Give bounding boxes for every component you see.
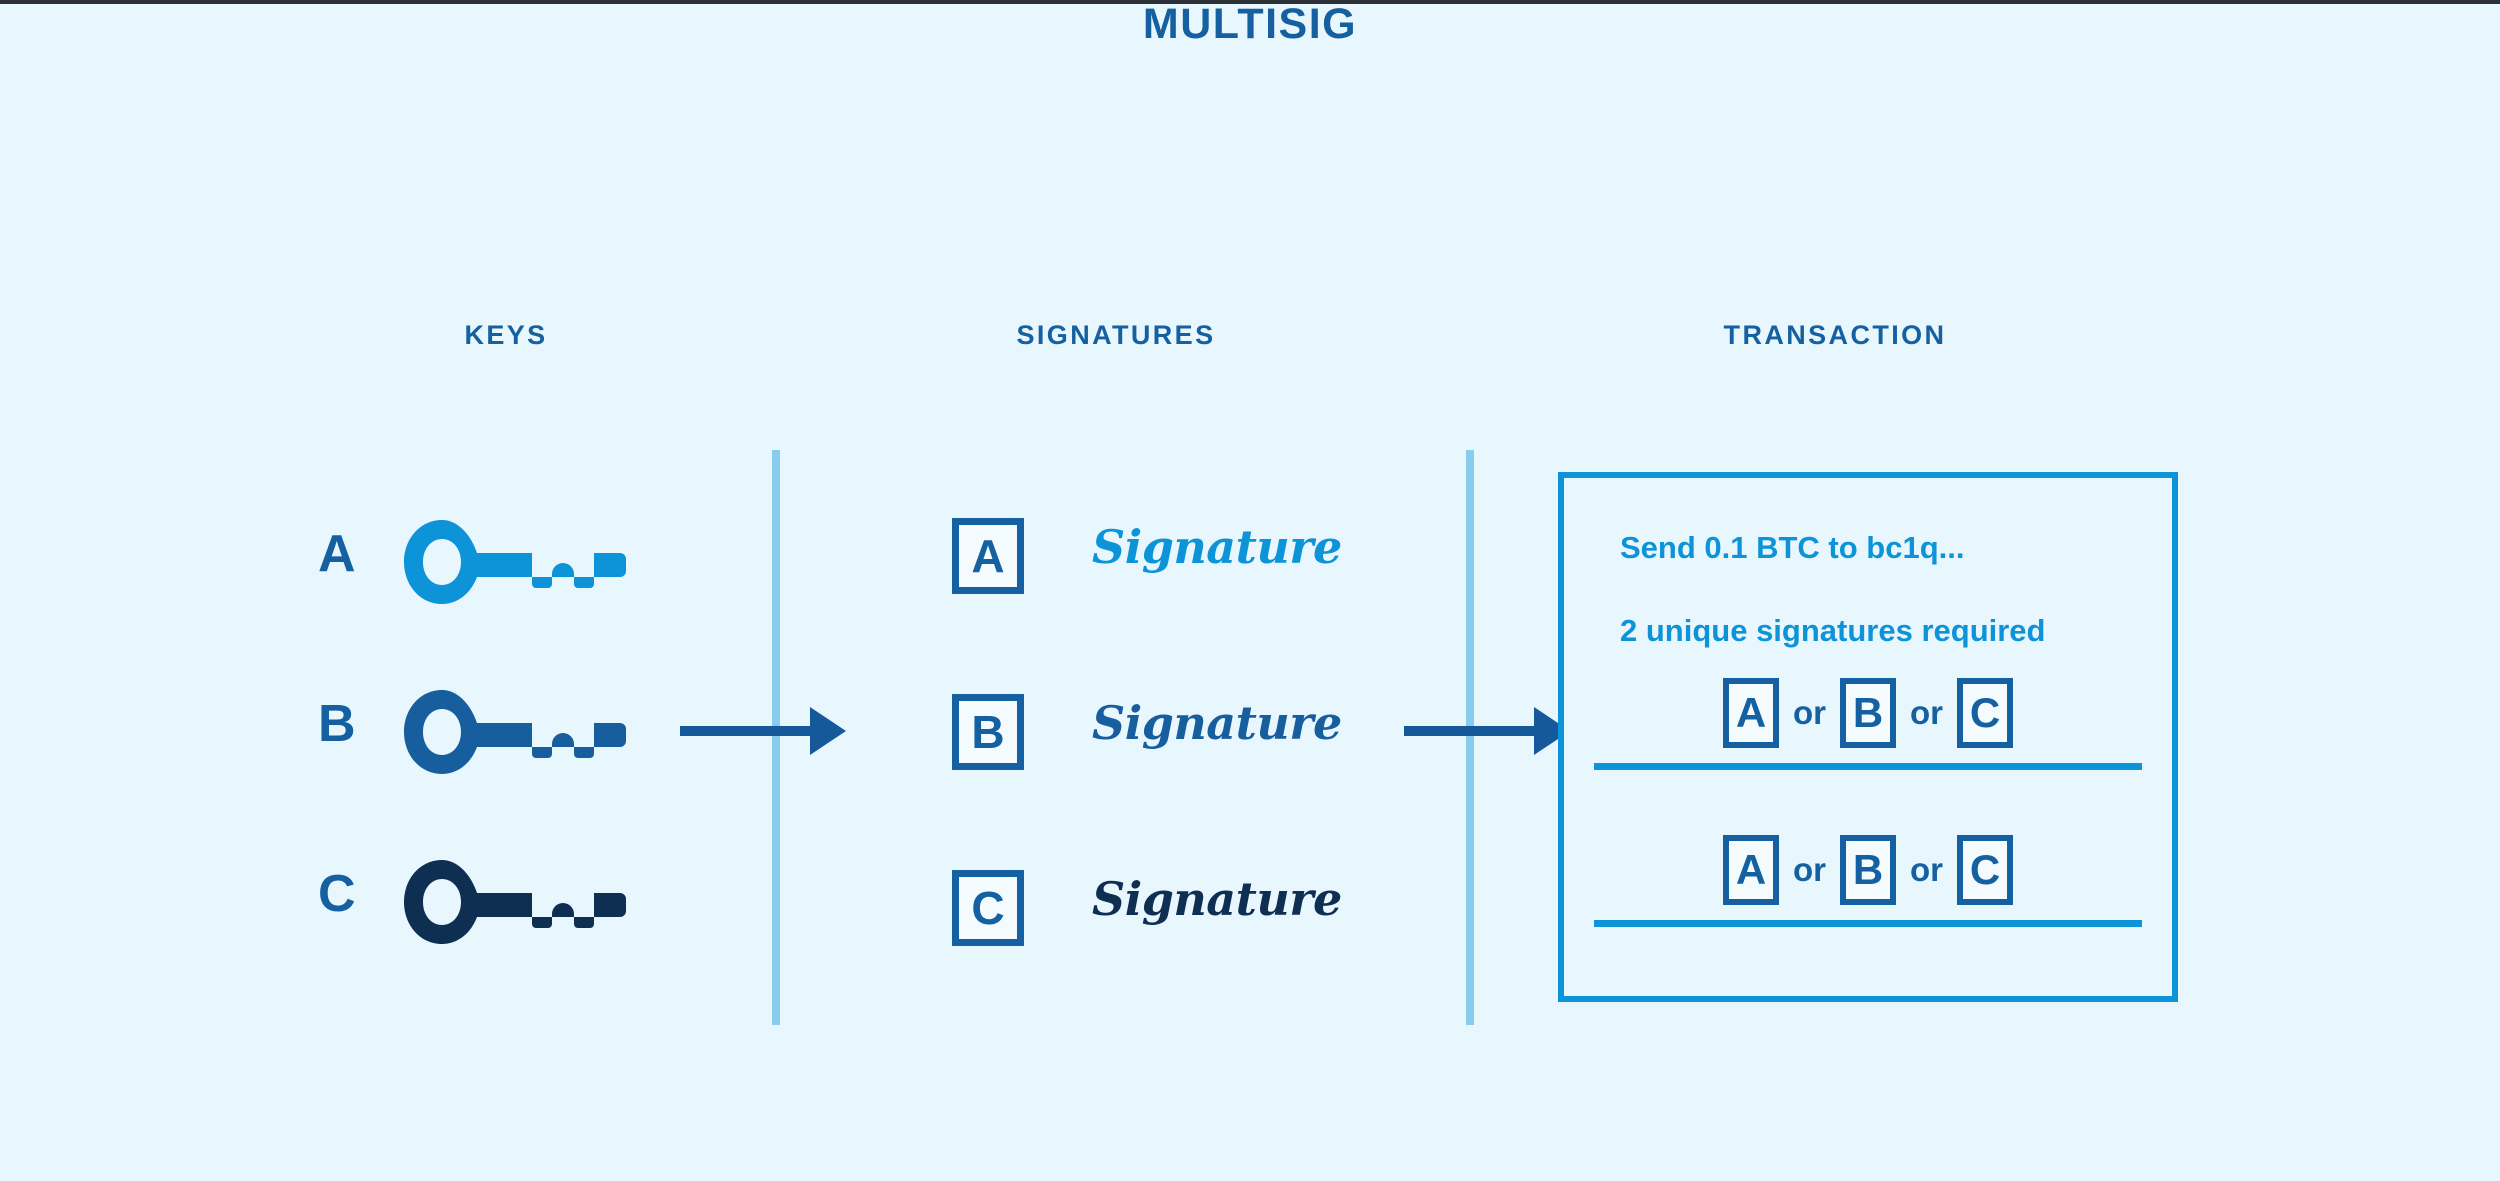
key-row-a: A [318,512,738,622]
transaction-option-separator: or [1910,694,1943,731]
transaction-option-letter: C [1969,689,2001,736]
signature-script-a: Signature [1092,520,1342,574]
signature-box-letter: B [971,706,1005,758]
transaction-option-separator: or [1910,851,1943,888]
signature-script-c: Signature [1092,872,1342,926]
arrow-shaft [1404,726,1536,736]
signature-box-c: C [952,870,1024,946]
transaction-requirement-line: 2 unique signatures required [1620,613,2046,648]
transaction-option-box-c[interactable]: C [1957,835,2013,905]
column-header-transaction: TRANSACTION [1723,320,1947,350]
key-label-a: A [318,525,356,583]
signature-row-b: B Signature [952,694,1372,794]
column-header-signatures: SIGNATURES [1016,320,1216,350]
arrow-head [810,707,846,755]
key-row-c: C [318,852,738,962]
transaction-option-box-b[interactable]: B [1840,678,1896,748]
key-icon [398,512,638,617]
transaction-option-separator: or [1793,694,1826,731]
signature-box-letter: C [971,882,1005,934]
transaction-slot-options: A or B or C [1564,673,2172,753]
transaction-option-box-b[interactable]: B [1840,835,1896,905]
transaction-option-separator: or [1793,851,1826,888]
top-edge-bar [0,0,2500,4]
key-icon [398,682,638,787]
key-label-c: C [318,865,356,923]
transaction-option-letter: C [1969,846,2001,893]
transaction-option-box-a[interactable]: A [1723,678,1779,748]
key-label-b: B [318,695,356,753]
transaction-option-box-c[interactable]: C [1957,678,2013,748]
column-divider-signatures-transaction [1466,450,1474,1025]
transaction-panel: Send 0.1 BTC to bc1q... 2 unique signatu… [1558,472,2178,1002]
page-title: MULTISIG [1142,0,1358,48]
signature-script-b: Signature [1092,696,1342,750]
signature-row-a: A Signature [952,518,1372,618]
key-icon [398,852,638,957]
key-row-b: B [318,682,738,792]
transaction-slot-underline [1594,920,2142,927]
transaction-option-letter: A [1735,689,1767,736]
transaction-send-line: Send 0.1 BTC to bc1q... [1620,530,1965,565]
transaction-signature-slot-1: A or B or C [1564,673,2172,793]
column-header-keys: KEYS [464,320,548,350]
column-divider-keys-signatures [772,450,780,1025]
transaction-slot-options: A or B or C [1564,830,2172,910]
transaction-option-letter: A [1735,846,1767,893]
arrow-keys-to-signatures [680,707,846,755]
signature-box-b: B [952,694,1024,770]
signature-row-c: C Signature [952,870,1372,970]
arrow-shaft [680,726,812,736]
transaction-option-letter: B [1852,846,1884,893]
signature-box-a: A [952,518,1024,594]
transaction-option-box-a[interactable]: A [1723,835,1779,905]
transaction-signature-slot-2: A or B or C [1564,830,2172,950]
transaction-option-letter: B [1852,689,1884,736]
signature-box-letter: A [971,530,1005,582]
arrow-signatures-to-transaction [1404,707,1570,755]
transaction-slot-underline [1594,763,2142,770]
